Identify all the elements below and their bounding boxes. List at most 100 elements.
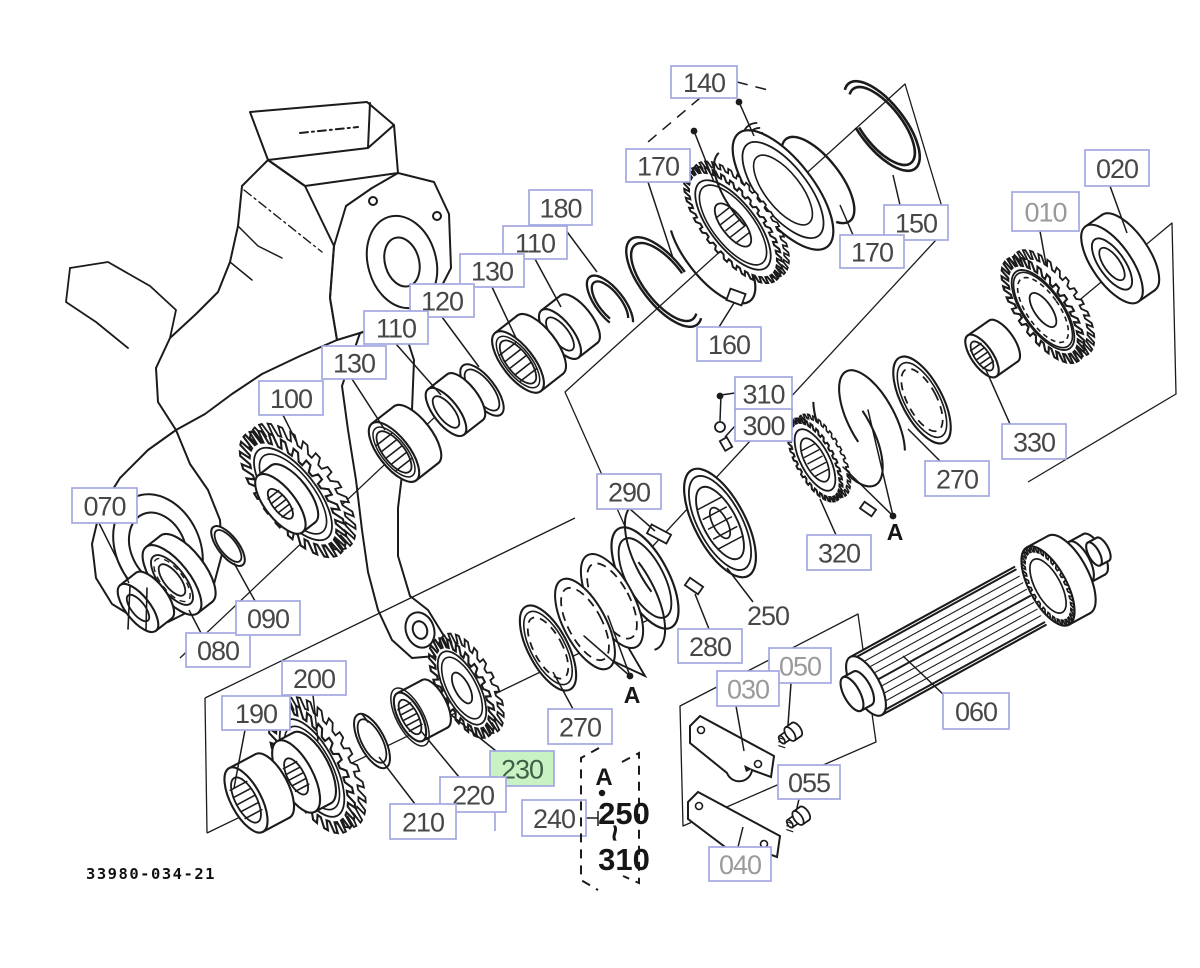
part-key-160[interactable] [725, 287, 747, 307]
label-320[interactable]: 320 [806, 534, 872, 571]
label-055[interactable]: 055 [777, 764, 841, 800]
part-bolt-050[interactable] [777, 721, 804, 749]
label-box-030 [716, 670, 780, 707]
part-bolt-055[interactable] [785, 805, 812, 833]
part-collar-330[interactable] [959, 315, 1026, 383]
label-200[interactable]: 200 [281, 660, 347, 696]
label-030[interactable]: 030 [716, 670, 780, 707]
part-washer-210[interactable] [347, 709, 397, 774]
label-text-080: 080 [197, 636, 239, 666]
label-080[interactable]: 080 [185, 632, 251, 668]
leader-160-0 [718, 302, 735, 328]
label-110-left[interactable]: 110 [363, 310, 429, 345]
label-box-130-left [321, 345, 387, 380]
part-ball-310[interactable] [714, 421, 726, 433]
part-hub-320[interactable] [786, 413, 852, 503]
label-box-270-right [924, 460, 990, 497]
part-ring-a-left[interactable] [543, 570, 627, 678]
label-160[interactable]: 160 [696, 326, 762, 362]
part-snap-ring-150[interactable] [831, 69, 933, 182]
label-060[interactable]: 060 [942, 692, 1010, 730]
part-gear-230[interactable] [428, 632, 505, 739]
label-text-160: 160 [708, 330, 750, 360]
leader-010-0 [1039, 230, 1047, 265]
part-synchro-ring-270-right[interactable] [882, 348, 963, 452]
part-collar-110-left[interactable] [419, 367, 493, 442]
part-snap-ring-180[interactable] [579, 268, 641, 337]
part-gear-200[interactable] [262, 696, 367, 835]
part-gear-100[interactable] [238, 422, 357, 559]
part-bearing-190[interactable] [216, 747, 303, 839]
label-text-010: 010 [1024, 198, 1066, 228]
part-synchro-ring-270-bottom[interactable] [509, 597, 588, 699]
label-040[interactable]: 040 [708, 846, 772, 882]
part-shaft-060[interactable] [836, 527, 1114, 722]
label-310-top[interactable]: 310 [734, 376, 793, 411]
leader-040-0 [737, 826, 744, 848]
part-pin-280[interactable] [683, 576, 705, 596]
part-bearing-220[interactable] [383, 675, 457, 752]
label-box-130-right [459, 253, 525, 288]
label-box-170-left [625, 148, 691, 183]
label-170-right[interactable]: 170 [839, 234, 905, 269]
part-bearing-020[interactable] [1070, 204, 1171, 313]
label-box-170-right [839, 234, 905, 269]
leader-060-0 [902, 655, 946, 697]
label-box-050 [768, 647, 832, 684]
label-text-100: 100 [270, 384, 312, 414]
label-text-270-right: 270 [936, 465, 978, 495]
part-synchro-hub-160-assy[interactable] [653, 137, 812, 317]
label-text-190: 190 [235, 699, 277, 729]
label-100[interactable]: 100 [258, 380, 324, 416]
label-290[interactable]: 290 [596, 473, 662, 510]
part-washer-090[interactable] [205, 521, 250, 571]
label-text-050: 050 [779, 652, 821, 682]
part-bearing-080[interactable] [132, 525, 226, 624]
leader-330-0 [985, 369, 1011, 425]
part-pin-upper[interactable] [858, 500, 878, 518]
leader-290-0 [629, 508, 656, 532]
label-text-130-left: 130 [333, 349, 375, 379]
label-010[interactable]: 010 [1011, 191, 1080, 232]
part-lock-nut-070[interactable] [111, 565, 182, 638]
label-250-callout[interactable]: 250 [747, 601, 790, 631]
leader-dot-140-1 [735, 98, 743, 106]
part-drum-250[interactable] [670, 458, 771, 588]
label-190[interactable]: 190 [221, 695, 291, 731]
label-280[interactable]: 280 [677, 628, 743, 664]
part-spring-300[interactable] [718, 436, 734, 452]
label-text-130-right: 130 [471, 257, 513, 287]
part-gear-010[interactable] [1000, 249, 1096, 365]
label-330[interactable]: 330 [1001, 423, 1067, 460]
label-210[interactable]: 210 [389, 803, 457, 840]
part-stay-030[interactable] [689, 714, 776, 783]
label-170-left[interactable]: 170 [625, 148, 691, 183]
leader-020-0 [1109, 185, 1128, 234]
label-text-270-bottom: 270 [559, 713, 601, 743]
label-140[interactable]: 140 [670, 65, 738, 99]
part-collar-110-right[interactable] [532, 288, 608, 366]
label-box-280 [677, 628, 743, 664]
label-text-070: 070 [83, 492, 125, 522]
part-shift-ring-170-left[interactable] [613, 225, 715, 338]
label-300[interactable]: 300 [734, 408, 793, 442]
label-130-left[interactable]: 130 [321, 345, 387, 380]
label-text-210: 210 [402, 808, 444, 838]
part-bearing-130-right[interactable] [483, 306, 575, 401]
label-020[interactable]: 020 [1084, 149, 1150, 187]
label-270-bottom[interactable]: 270 [547, 708, 613, 745]
label-text-290: 290 [608, 478, 650, 508]
label-270-right[interactable]: 270 [924, 460, 990, 497]
figure-code: 33980-034-21 [86, 865, 216, 883]
label-240[interactable]: 240 [521, 799, 587, 837]
label-box-080 [185, 632, 251, 668]
label-180[interactable]: 180 [528, 189, 593, 226]
label-text-020: 020 [1096, 154, 1138, 184]
part-bearing-130-left[interactable] [360, 397, 450, 490]
leader-140-1 [736, 81, 773, 92]
label-130-right[interactable]: 130 [459, 253, 525, 288]
label-090[interactable]: 090 [235, 600, 301, 636]
label-070[interactable]: 070 [71, 487, 138, 524]
label-050[interactable]: 050 [768, 647, 832, 684]
